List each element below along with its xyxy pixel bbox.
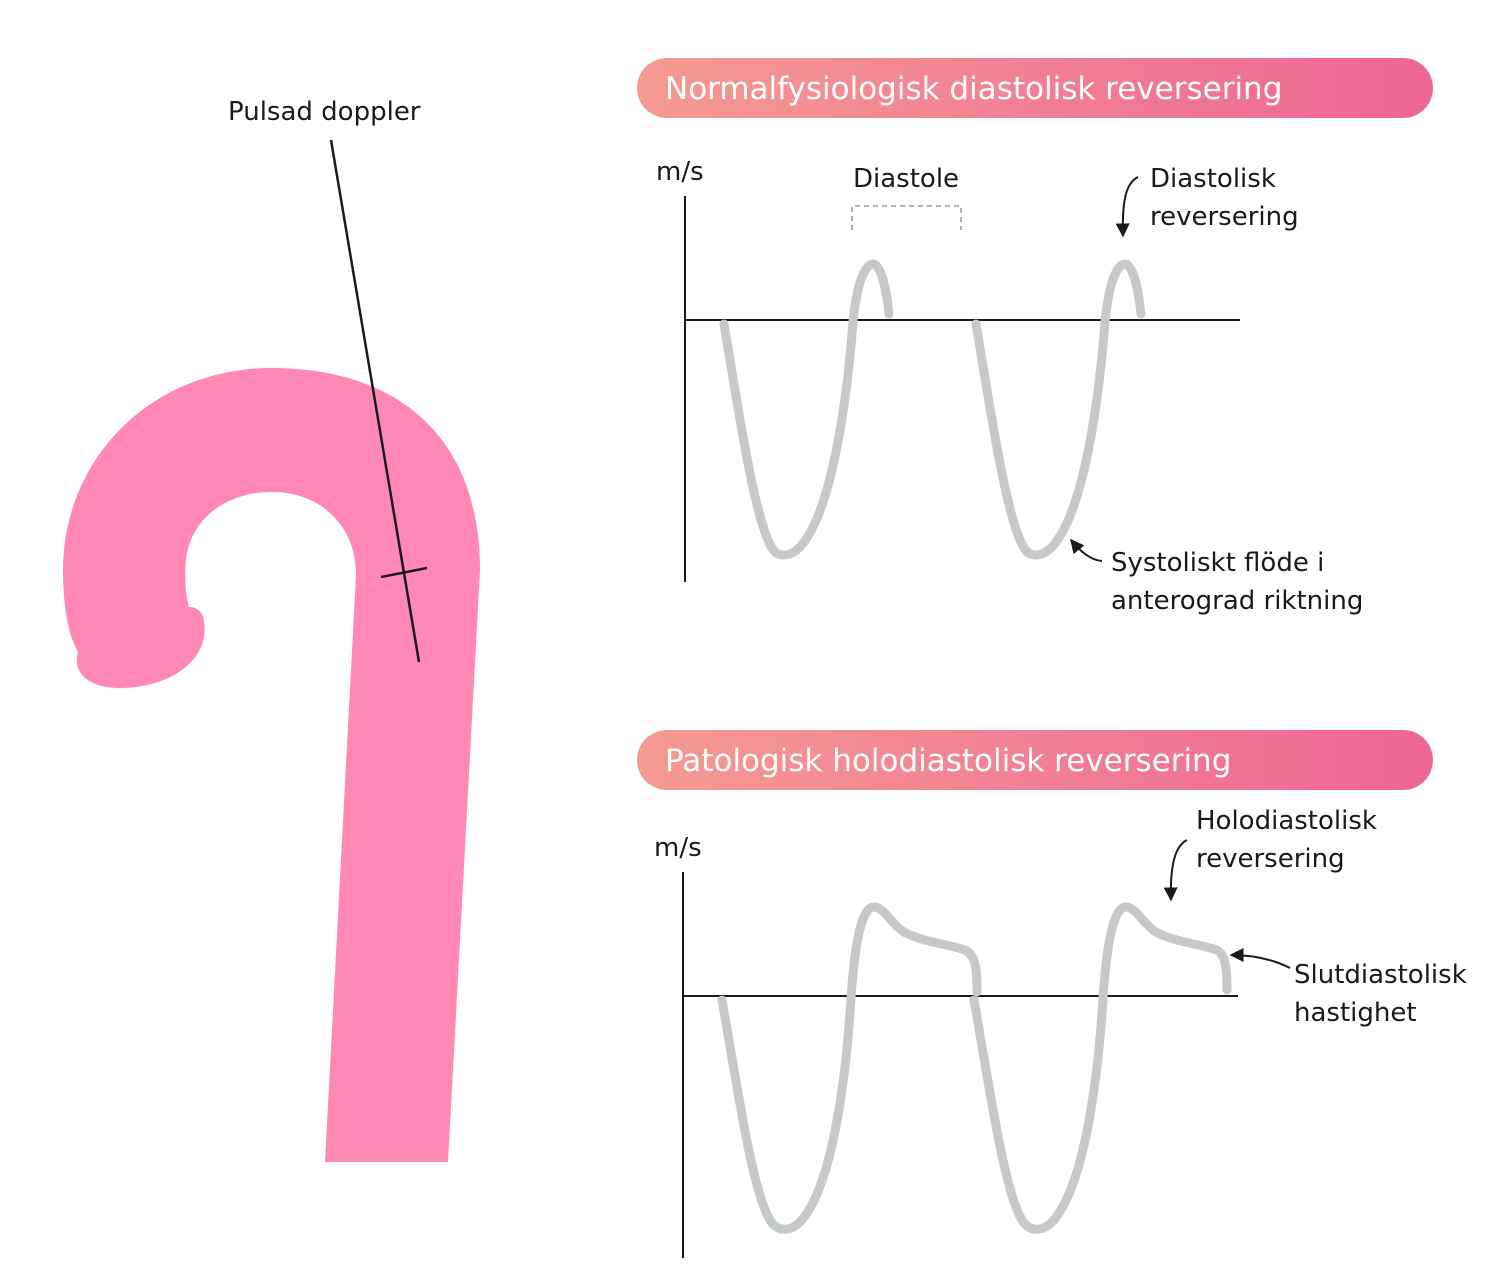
enddiastolic-label-line1: Slutdiastolisk bbox=[1294, 960, 1467, 990]
diastole-label: Diastole bbox=[853, 164, 959, 194]
probe-line bbox=[329, 139, 421, 663]
y-unit-label: m/s bbox=[656, 157, 704, 187]
holo-label-line2: reversering bbox=[1196, 844, 1345, 874]
holo-label-line1: Holodiastolisk bbox=[1196, 806, 1377, 836]
systolic-arrow bbox=[1070, 538, 1103, 562]
panel-normal: Normalfysiologisk diastolisk reversering… bbox=[637, 58, 1433, 616]
waveform-pathologic bbox=[717, 902, 1232, 1234]
aorta-illustration bbox=[63, 368, 480, 1162]
banner-normal bbox=[637, 58, 1433, 118]
reversal-label-line1: Diastolisk bbox=[1150, 164, 1276, 194]
doppler-probe bbox=[329, 139, 428, 663]
reversal-label-line2: reversering bbox=[1150, 202, 1299, 232]
vessel-shape bbox=[63, 368, 480, 1162]
systolic-label-line2: anterograd riktning bbox=[1111, 586, 1363, 616]
enddiastolic-arrow bbox=[1229, 948, 1291, 969]
banner-normal-title: Normalfysiologisk diastolisk reversering bbox=[665, 71, 1282, 107]
enddiastolic-label-line2: hastighet bbox=[1294, 998, 1417, 1028]
banner-pathologic-title: Patologisk holodiastolisk reversering bbox=[665, 743, 1231, 779]
y-unit-label-2: m/s bbox=[654, 833, 702, 863]
panel-pathologic: Patologisk holodiastolisk reversering m/… bbox=[637, 730, 1467, 1258]
banner-pathologic bbox=[637, 730, 1433, 790]
holo-arrow bbox=[1163, 839, 1188, 902]
diastole-bracket bbox=[851, 205, 962, 230]
systolic-label-line1: Systoliskt flöde i bbox=[1111, 548, 1324, 578]
sample-gate-tick bbox=[380, 566, 428, 579]
probe-label: Pulsad doppler bbox=[228, 97, 421, 127]
waveform-normal bbox=[719, 259, 1146, 560]
reversal-arrow bbox=[1115, 176, 1139, 238]
